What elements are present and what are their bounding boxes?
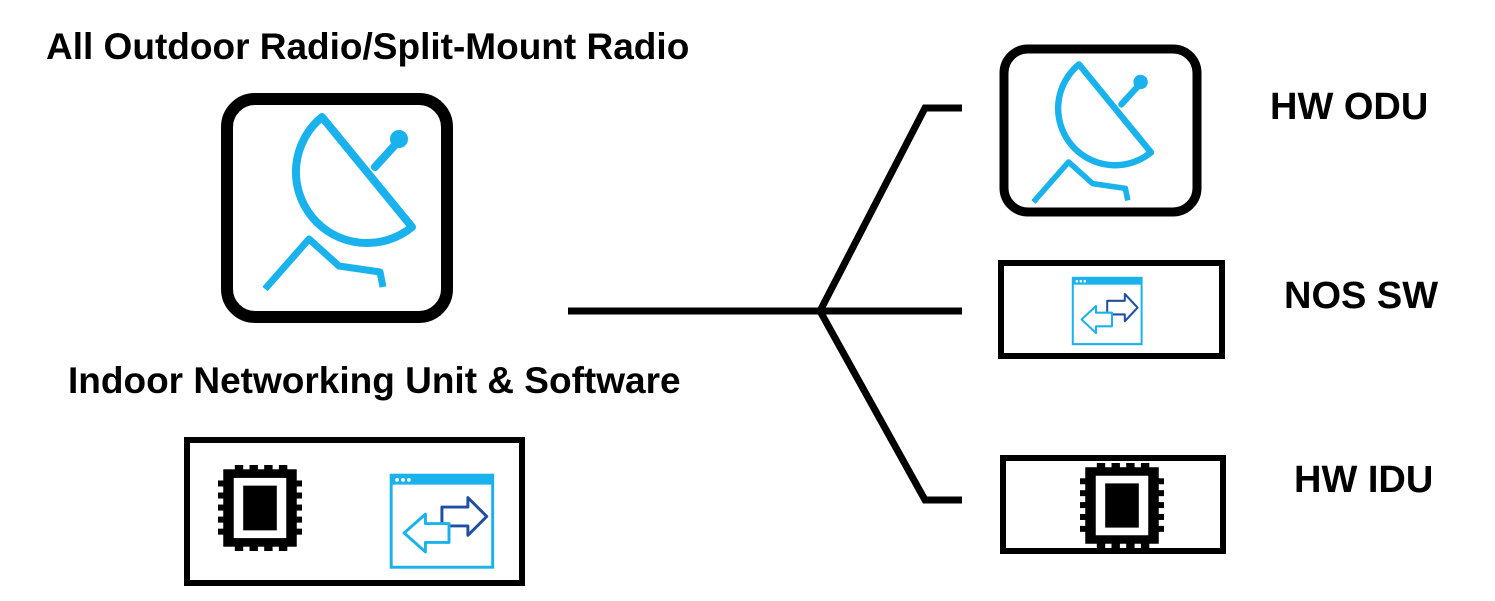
hw-odu-label: HW ODU (1270, 86, 1429, 128)
hw-idu-label: HW IDU (1294, 459, 1434, 501)
indoor-unit-title: Indoor Networking Unit & Software (68, 360, 681, 401)
idu-box (184, 437, 525, 586)
hw-odu-box (999, 44, 1202, 217)
connector-lines (568, 104, 962, 504)
outdoor-radio-title: All Outdoor Radio/Split-Mount Radio (46, 26, 690, 67)
chip-icon (1080, 463, 1164, 548)
nos-sw-label: NOS SW (1284, 275, 1439, 317)
